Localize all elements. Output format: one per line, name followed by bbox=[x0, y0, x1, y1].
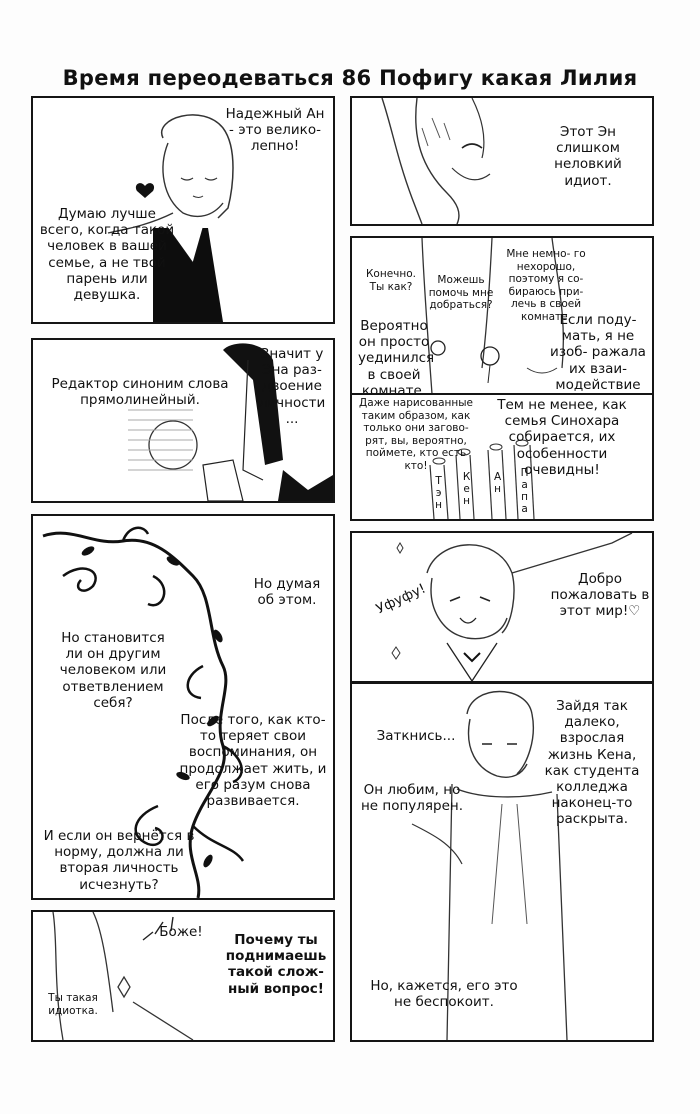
panel-8-drawing bbox=[411, 690, 568, 1040]
panel-4-drawing bbox=[421, 238, 564, 394]
p5-line2: Тем не менее, как семья Синохара собирае… bbox=[497, 397, 627, 478]
p4-line4: Вероятно он просто уединился в своей ком… bbox=[358, 318, 435, 396]
panel-6: Но думая об этом. Но становится ли он др… bbox=[31, 514, 335, 900]
p6-line2: Но становится ли он другим человеком или… bbox=[59, 630, 167, 711]
panel-7: Уфуфу! Добро пожаловать в этот мир!♡ bbox=[350, 531, 654, 683]
p9-line1: Боже! bbox=[159, 924, 203, 940]
panel-5: Даже нарисованные таким образом, как тол… bbox=[350, 393, 654, 521]
finger-label-ken: Кен bbox=[460, 471, 473, 507]
p8-line2: Он любим, но не популярен. bbox=[360, 782, 464, 815]
panel-6-vine-drawing bbox=[42, 526, 245, 898]
p8-line3: Зайдя так далеко, взрослая жизнь Кена, к… bbox=[544, 698, 640, 828]
panel-3-drawing bbox=[128, 343, 333, 501]
panel-7-drawing bbox=[391, 533, 633, 681]
p4-line5: Если поду- мать, я не изоб- ражала их вз… bbox=[550, 312, 646, 394]
panel-2: Этот Эн слишком неловкий идиот. bbox=[350, 96, 654, 226]
panel-4: Конечно. Ты как? Можешь помочь мне добра… bbox=[350, 236, 654, 396]
p7-line2: Добро пожаловать в этот мир!♡ bbox=[550, 571, 650, 620]
page-title: Время переодеваться 86 Пофигу какая Лили… bbox=[62, 66, 638, 90]
p6-line1: Но думая об этом. bbox=[253, 576, 321, 609]
p3-line2: Значит у Эна раз- двоение личности ... bbox=[258, 346, 326, 427]
p9-line3: Почему ты поднимаешь такой слож- ный воп… bbox=[225, 932, 327, 997]
p9-line2: Ты такая идиотка. bbox=[48, 992, 98, 1017]
p4-line2: Можешь помочь мне добраться? bbox=[428, 274, 494, 312]
finger-label-an: Ан bbox=[491, 471, 504, 495]
p1-line1: Надежный Ан - это велико- лепно! bbox=[225, 106, 325, 155]
panel-8: Заткнись... Он любим, но не популярен. З… bbox=[350, 682, 654, 1042]
p8-line4: Но, кажется, его это не беспокоит. bbox=[370, 978, 518, 1011]
panel-5-drawing bbox=[429, 439, 535, 519]
p5-line1: Даже нарисованные таким образом, как тол… bbox=[359, 397, 473, 472]
finger-label-ten: Тэн bbox=[432, 475, 445, 511]
panel-1-drawing bbox=[107, 114, 234, 322]
panel-2-drawing bbox=[381, 98, 491, 224]
p6-line4: И если он вернётся в норму, должна ли вт… bbox=[43, 828, 195, 893]
p1-line2: Думаю лучше всего, когда такой человек в… bbox=[39, 206, 175, 303]
finger-label-papa: Папа bbox=[518, 467, 531, 515]
p2-line1: Этот Эн слишком неловкий идиот. bbox=[554, 124, 622, 189]
p4-line3: Мне немно- го нехорошо, поэтому я со- би… bbox=[506, 248, 586, 323]
p6-line3: После того, как кто-то теряет свои воспо… bbox=[179, 712, 327, 809]
panel-1: Надежный Ан - это велико- лепно! Думаю л… bbox=[31, 96, 335, 324]
panel-9: Боже! Ты такая идиотка. Почему ты подним… bbox=[31, 910, 335, 1042]
p4-line1: Конечно. Ты как? bbox=[365, 268, 417, 293]
p8-line1: Заткнись... bbox=[376, 728, 456, 744]
p3-line1: Редактор синоним слова прямолинейный. bbox=[51, 376, 229, 409]
panel-9-drawing bbox=[52, 912, 194, 1040]
panel-3: Редактор синоним слова прямолинейный. Зн… bbox=[31, 338, 335, 503]
